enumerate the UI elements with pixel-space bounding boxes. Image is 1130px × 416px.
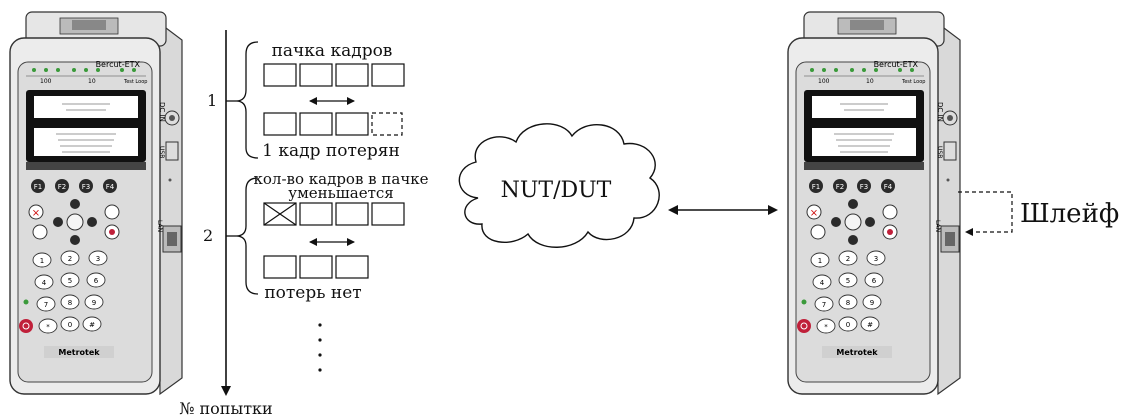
- device-model-label: Bercut-ETX: [874, 60, 919, 69]
- attempt-1-frame-burst: [263, 63, 405, 87]
- device-f3-key: F3: [860, 183, 868, 191]
- lost-frame: [371, 112, 403, 136]
- svg-text:9: 9: [870, 299, 874, 307]
- right-tester-device: Bercut-ETX 100 10 Test Loop F1 F2 F3 F4 …: [787, 11, 961, 395]
- svg-text:#: #: [867, 321, 873, 329]
- svg-text:1: 1: [818, 257, 822, 265]
- device-led-label-100: 100: [40, 78, 52, 85]
- device-led-label-test-loop: Test Loop: [901, 79, 925, 85]
- frame: [299, 202, 333, 226]
- svg-text:8: 8: [68, 299, 72, 307]
- svg-text:5: 5: [68, 277, 72, 285]
- device-manufacturer-label: Metrotek: [58, 348, 100, 357]
- device-port-usb: USB: [936, 146, 943, 158]
- device-port-dc-in: DC IN: [936, 102, 944, 122]
- device-f4-key: F4: [106, 183, 115, 191]
- svg-text:0: 0: [68, 321, 72, 329]
- svg-text:9: 9: [92, 299, 96, 307]
- svg-text:2: 2: [846, 255, 850, 263]
- svg-text:4: 4: [820, 279, 825, 287]
- loopback-label: Шлейф: [1020, 199, 1119, 229]
- svg-text:7: 7: [44, 301, 48, 309]
- svg-text:4: 4: [42, 279, 47, 287]
- attempt-2-top-label-line2: уменьшается: [288, 184, 393, 202]
- device-keypad: 1 2 3 4 5 6 7 8 9 * 0 #: [40, 255, 100, 331]
- attempt-1-bottom-label: 1 кадр потерян: [262, 141, 400, 161]
- frame: [299, 63, 333, 87]
- attempt-1-number: 1: [207, 91, 217, 110]
- svg-text:3: 3: [874, 255, 878, 263]
- attempt-1-received-frames: [263, 112, 403, 136]
- device-f2-key: F2: [58, 183, 66, 191]
- svg-text:#: #: [89, 321, 95, 329]
- loopback-dashed-path: [958, 191, 1013, 236]
- frame: [263, 63, 297, 87]
- device-f1-key: F1: [34, 183, 42, 191]
- device-led-label-test-loop: Test Loop: [123, 79, 147, 85]
- device-port-usb: USB: [158, 146, 165, 158]
- svg-text:5: 5: [846, 277, 850, 285]
- frame: [263, 112, 297, 136]
- frame: [335, 112, 369, 136]
- device-keypad: 1 2 3 4 5 6 7 8 9 * 0 #: [818, 255, 878, 331]
- attempt-1-top-label: пачка кадров: [272, 41, 393, 61]
- frame: [335, 255, 369, 279]
- device-f1-key: F1: [812, 183, 820, 191]
- svg-text:0: 0: [846, 321, 850, 329]
- svg-text:2: 2: [68, 255, 72, 263]
- attempt-2-bottom-label: потерь нет: [264, 283, 361, 303]
- device-port-dc-in: DC IN: [158, 102, 166, 122]
- device-f3-key: F3: [82, 183, 90, 191]
- device-model-label: Bercut-ETX: [96, 60, 141, 69]
- timeline-axis-label: № попытки: [179, 399, 272, 416]
- svg-text:7: 7: [822, 301, 826, 309]
- device-port-lan: LAN: [156, 220, 163, 232]
- svg-text:*: *: [824, 323, 828, 331]
- frame: [335, 63, 369, 87]
- device-led-label-100: 100: [818, 78, 830, 85]
- frame: [335, 202, 369, 226]
- device-led-label-10: 10: [88, 78, 96, 85]
- attempt-2-received-frames: [263, 255, 369, 279]
- attempt-2-frame-burst: [263, 202, 405, 226]
- svg-text:8: 8: [846, 299, 850, 307]
- cloud-shape: [458, 123, 660, 248]
- continuation-ellipsis: [318, 323, 322, 372]
- attempt-1-brace: [235, 41, 259, 159]
- svg-text:*: *: [46, 323, 50, 331]
- device-led-label-10: 10: [866, 78, 874, 85]
- frame: [299, 112, 333, 136]
- frame: [371, 202, 405, 226]
- frame: [263, 255, 297, 279]
- frame: [371, 63, 405, 87]
- cloud-label: NUT/DUT: [501, 178, 612, 203]
- svg-text:3: 3: [96, 255, 100, 263]
- svg-text:6: 6: [872, 277, 877, 285]
- attempt-2-top-label-line1: кол-во кадров в пачке: [254, 170, 429, 188]
- svg-text:6: 6: [94, 277, 99, 285]
- left-tester-device: Bercut-ETX 100 10 Test Loop F1 F2 F3 F4 …: [9, 11, 183, 395]
- device-f2-key: F2: [836, 183, 844, 191]
- attempt-timeline: № попытки 1 2 пачка кадров 1 кадр потеря…: [179, 30, 429, 416]
- svg-text:1: 1: [40, 257, 44, 265]
- attempt-2-number: 2: [203, 226, 213, 245]
- nut-dut-cloud: NUT/DUT: [458, 123, 660, 248]
- device-port-lan: LAN: [934, 220, 941, 232]
- loopback: Шлейф: [958, 191, 1119, 236]
- device-manufacturer-label: Metrotek: [836, 348, 878, 357]
- device-f4-key: F4: [884, 183, 893, 191]
- frame: [299, 255, 333, 279]
- attempt-2-brace: [235, 177, 259, 295]
